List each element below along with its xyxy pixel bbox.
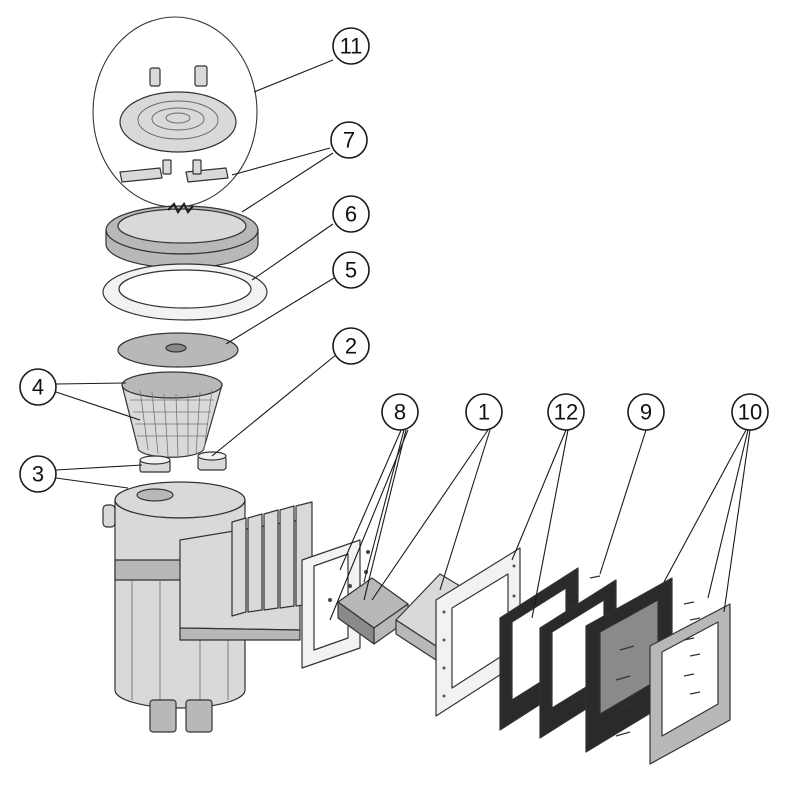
callout-label: 2 [345, 334, 357, 359]
disc-cover [117, 332, 239, 368]
callout-label: 9 [640, 400, 652, 425]
callout-label: 8 [394, 400, 406, 425]
inner-flange [301, 539, 370, 669]
flap-fitting [197, 451, 227, 471]
callout-6: 6 [332, 195, 370, 233]
callout-5: 5 [332, 251, 370, 289]
callout-11: 11 [332, 27, 370, 65]
callout-label: 5 [345, 258, 357, 283]
screws [589, 575, 701, 737]
callout-4: 4 [19, 368, 57, 406]
callout-label: 10 [738, 400, 762, 425]
collar-ring [105, 201, 259, 269]
callout-10: 10 [731, 393, 769, 431]
callout-label: 6 [345, 202, 357, 227]
skimmer-body [102, 481, 313, 733]
skimmer-lid [119, 65, 237, 153]
callout-12: 12 [547, 393, 585, 431]
leader-lines [55, 59, 751, 621]
callout-7: 7 [330, 121, 368, 159]
mouth-fins [231, 501, 313, 617]
callout-3: 3 [19, 455, 57, 493]
strainer-basket [121, 371, 223, 458]
callout-label: 1 [478, 400, 490, 425]
cover-frame [649, 603, 731, 765]
lid-clips [119, 159, 229, 183]
callout-label: 12 [554, 400, 578, 425]
callout-label: 7 [343, 128, 355, 153]
callout-2: 2 [332, 327, 370, 365]
callout-label: 3 [32, 462, 44, 487]
callout-label: 4 [32, 375, 44, 400]
callout-9: 9 [627, 393, 665, 431]
callout-label: 11 [340, 34, 363, 59]
callout-8: 8 [381, 393, 419, 431]
flat-ring [102, 263, 268, 321]
callout-1: 1 [465, 393, 503, 431]
plug-fittings [139, 455, 171, 473]
